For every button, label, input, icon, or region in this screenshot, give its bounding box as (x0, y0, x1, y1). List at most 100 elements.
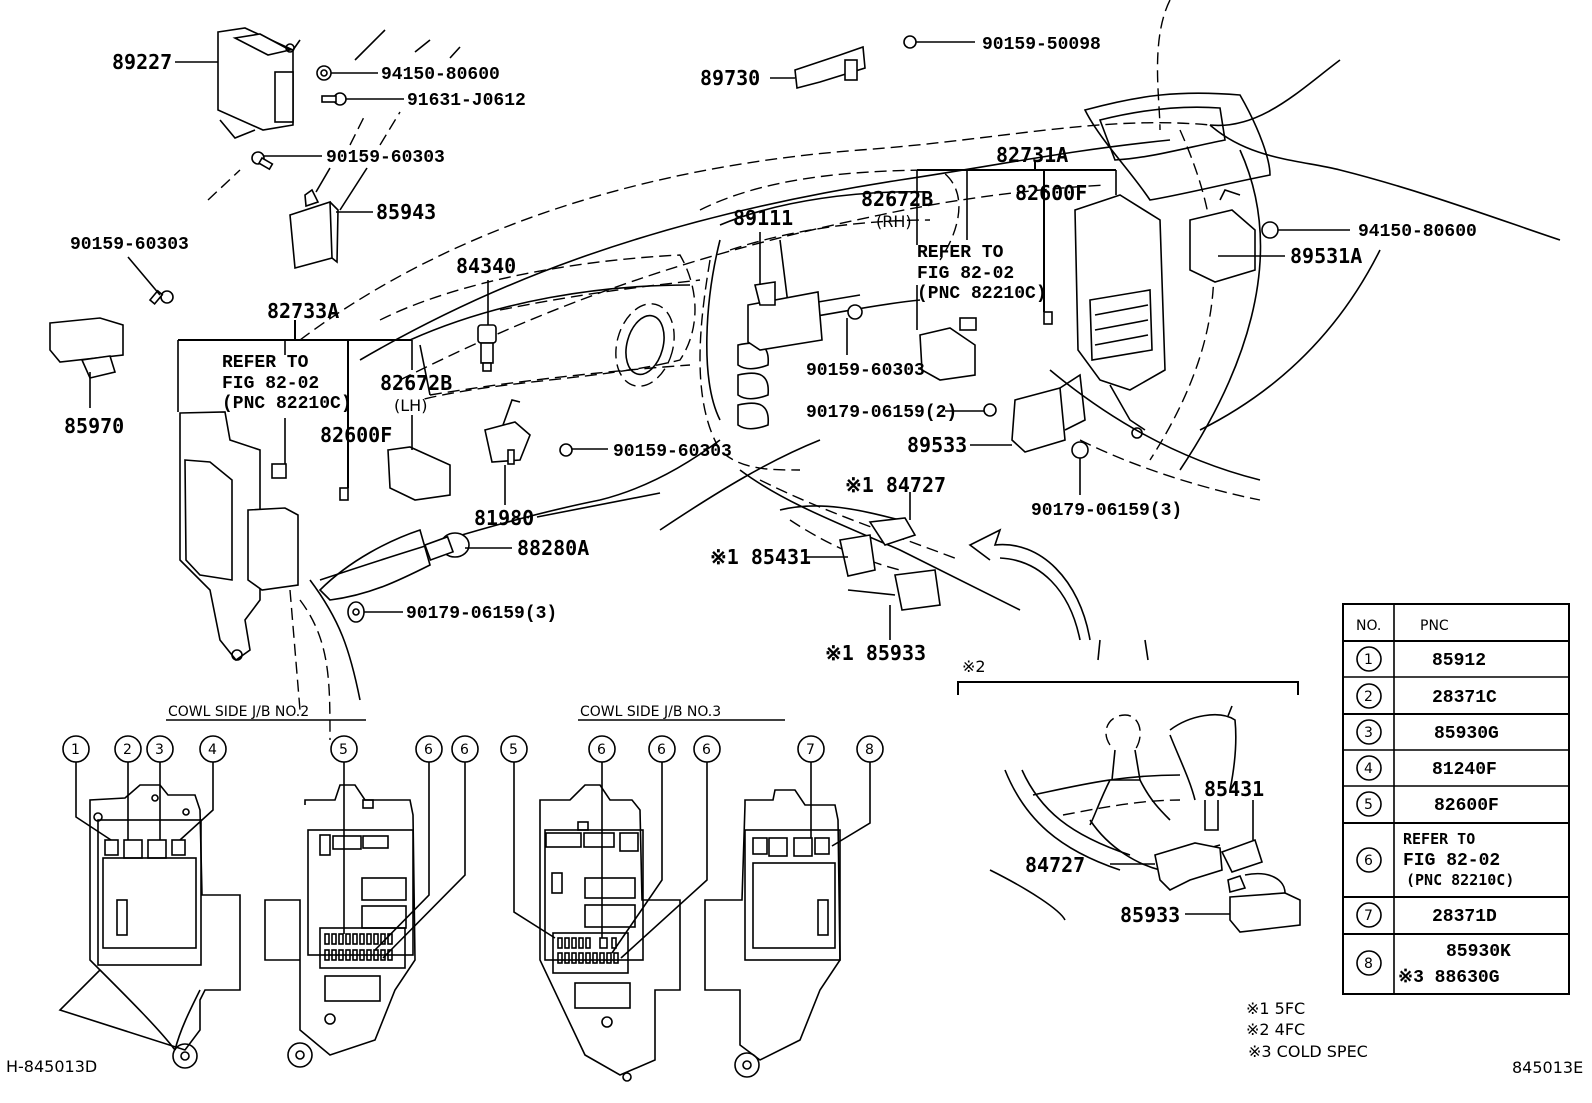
part-85933-connector-5fc (847, 569, 941, 611)
jb2-marker-3: 3 (146, 735, 174, 840)
pnc-value-line2[interactable]: FIG 82-02 (1403, 851, 1500, 871)
lower-vent (318, 528, 431, 601)
refer-left-line1: REFER TO (222, 353, 309, 373)
part-85943-relay (289, 188, 339, 270)
callout-89111[interactable]: 89111 (733, 206, 793, 230)
callout-91631-J0612[interactable]: 91631-J0612 (407, 91, 526, 111)
callout-94150-80600-top[interactable]: 94150-80600 (381, 65, 500, 85)
part-connector-right (959, 317, 977, 331)
svg-text:7: 7 (1364, 908, 1373, 924)
jb2-marker-1: 1 (62, 735, 112, 841)
svg-text:6: 6 (424, 742, 433, 758)
svg-text:6: 6 (460, 742, 469, 758)
callout-90159-60303-b[interactable]: 90159-60303 (70, 235, 189, 255)
jb3-marker-7: 7 (797, 735, 825, 838)
part-90179-nut-left (347, 601, 365, 623)
callout-89531A[interactable]: 89531A (1290, 244, 1362, 268)
jb3-marker-6a: 6 (588, 735, 616, 938)
callout-90159-50098[interactable]: 90159-50098 (982, 35, 1101, 55)
callout-82600F-left[interactable]: 82600F (320, 423, 392, 447)
pnc-row-3: 3 85930G (1356, 719, 1499, 745)
cowl-side-jb-no3: COWL SIDE J/B NO.3 5 6 6 (500, 704, 884, 1082)
svg-text:6: 6 (702, 742, 711, 758)
pnc-value[interactable]: 28371C (1432, 688, 1497, 708)
callout-90179-06159-left[interactable]: 90179-06159(3) (406, 604, 557, 624)
dashboard-outline (207, 0, 1561, 741)
part-82600F-left-fuse (339, 487, 349, 501)
jb2-marker-6a: 6 (374, 735, 443, 951)
callout-94150-80600-right[interactable]: 94150-80600 (1358, 222, 1477, 242)
part-82600F-right-fuse (1043, 311, 1053, 325)
pnc-row-5: 5 82600F (1356, 791, 1499, 817)
svg-text:3: 3 (1364, 725, 1373, 741)
part-90159-screw-d (847, 304, 863, 320)
part-89531A-relay (1189, 189, 1256, 283)
refer-right-line1: REFER TO (917, 243, 1004, 263)
callout-81980[interactable]: 81980 (474, 506, 534, 530)
leader-lines (89, 41, 1350, 640)
callout-84727-5fc[interactable]: ※1 84727 (845, 473, 946, 497)
callout-85933-4fc[interactable]: 85933 (1120, 903, 1180, 927)
pnc-value[interactable]: 85912 (1432, 651, 1486, 671)
inset-4fc: ※2 85431 84727 85933 (957, 657, 1301, 933)
callout-85431-5fc[interactable]: ※1 85431 (710, 545, 811, 569)
svg-text:4: 4 (208, 742, 217, 758)
pnc-table: NO. PNC 1 85912 2 28371C 3 85930G 4 8124… (1342, 603, 1570, 995)
svg-text:4: 4 (1364, 761, 1373, 777)
inset-bracket (957, 681, 1299, 695)
svg-text:1: 1 (1364, 652, 1373, 668)
part-82731A-junction-block (1074, 194, 1166, 439)
inset-label: ※2 (962, 657, 986, 676)
svg-text:8: 8 (865, 742, 874, 758)
svg-text:6: 6 (597, 742, 606, 758)
pnc-value[interactable]: 82600F (1434, 796, 1499, 816)
part-82733A-ecu (179, 411, 299, 662)
callout-84340[interactable]: 84340 (456, 254, 516, 278)
parts-drawings (49, 27, 1279, 662)
pnc-value[interactable]: 85930K (1446, 942, 1511, 962)
pnc-table-header-pnc: PNC (1420, 618, 1449, 634)
callout-82600F-right[interactable]: 82600F (1015, 181, 1087, 205)
callout-84727-4fc[interactable]: 84727 (1025, 853, 1085, 877)
refer-left-line2[interactable]: FIG 82-02 (222, 374, 319, 394)
callout-85970[interactable]: 85970 (64, 414, 124, 438)
part-90179-nut-right (1071, 441, 1089, 459)
part-82672B-rh (919, 327, 976, 381)
callout-90179-06159-2[interactable]: 90179-06159(2) (806, 403, 957, 423)
pnc-row-4: 4 81240F (1356, 755, 1497, 781)
callout-90159-60303-a[interactable]: 90159-60303 (326, 148, 445, 168)
callout-89730[interactable]: 89730 (700, 66, 760, 90)
svg-text:1: 1 (71, 742, 80, 758)
pnc-row-7: 7 28371D (1356, 902, 1497, 928)
callout-82672B-rh[interactable]: 82672B (861, 187, 933, 211)
figure-id-right: 845013E (1512, 1058, 1583, 1077)
callout-90179-06159-right[interactable]: 90179-06159(3) (1031, 501, 1182, 521)
pnc-value[interactable]: 81240F (1432, 760, 1497, 780)
callout-90159-60303-c[interactable]: 90159-60303 (613, 442, 732, 462)
jb2-marker-4: 4 (179, 735, 227, 841)
callout-89533[interactable]: 89533 (907, 433, 967, 457)
callout-88280A[interactable]: 88280A (517, 536, 589, 560)
refer-right-line2[interactable]: FIG 82-02 (917, 264, 1014, 284)
callout-85933-5fc[interactable]: ※1 85933 (825, 641, 926, 665)
lh-label: (LH) (394, 396, 427, 415)
callout-90159-60303-d[interactable]: 90159-60303 (806, 361, 925, 381)
callout-89227[interactable]: 89227 (112, 50, 172, 74)
jb3-marker-6b: 6 (611, 735, 676, 954)
jb2-marker-5: 5 (330, 735, 358, 934)
jb3-marker-5: 5 (500, 735, 556, 939)
part-89227-module (217, 27, 301, 139)
pnc-value-cold-spec[interactable]: ※3 88630G (1398, 968, 1500, 988)
pnc-value-line1: REFER TO (1403, 830, 1475, 848)
pnc-value[interactable]: 28371D (1432, 907, 1497, 927)
callout-85943[interactable]: 85943 (376, 200, 436, 224)
callout-85431-4fc[interactable]: 85431 (1204, 777, 1264, 801)
callout-82733A[interactable]: 82733A (267, 299, 339, 323)
part-88280A-relay (423, 532, 470, 562)
callout-82672B-lh[interactable]: 82672B (380, 371, 452, 395)
callout-82731A[interactable]: 82731A (996, 143, 1068, 167)
pnc-value[interactable]: 85930G (1434, 724, 1499, 744)
pnc-row-8: 8 85930K ※3 88630G (1356, 942, 1511, 988)
refer-right-line3: (PNC 82210C) (917, 284, 1047, 304)
part-90179-nut-2 (983, 403, 997, 417)
